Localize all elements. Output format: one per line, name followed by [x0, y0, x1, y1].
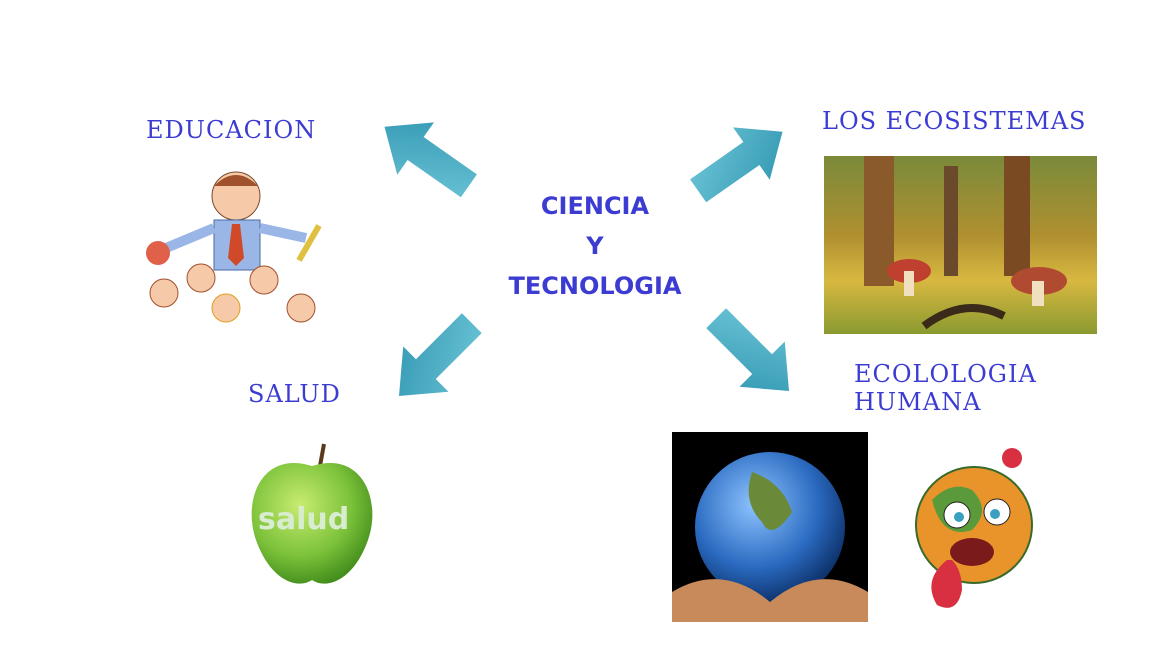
ecosystem-image — [824, 156, 1097, 334]
label-ecosistemas: LOS ECOSISTEMAS — [822, 107, 1087, 135]
center-title: CIENCIA Y TECNOLOGIA — [490, 186, 700, 306]
center-line-3: TECNOLOGIA — [508, 272, 682, 300]
earth-hands-image — [672, 432, 868, 622]
arrow-down-right-icon — [706, 308, 790, 392]
label-educacion: EDUCACION — [146, 116, 317, 144]
center-line-1: CIENCIA — [540, 192, 650, 220]
label-salud: SALUD — [248, 380, 341, 408]
center-line-2: Y — [586, 232, 604, 260]
label-ecologia-humana: ECOLOLOGIA HUMANA — [854, 360, 1037, 416]
apple-image: salud — [242, 440, 382, 590]
label-ecologia-line-1: ECOLOLOGIA — [854, 360, 1037, 388]
arrow-up-right-icon — [690, 127, 783, 203]
education-illustration — [136, 168, 341, 338]
arrow-up-left-icon — [384, 122, 477, 198]
sick-globe-image — [912, 440, 1037, 615]
label-ecologia-line-2: HUMANA — [854, 388, 982, 416]
apple-text: salud — [258, 502, 350, 537]
arrow-down-left-icon — [398, 313, 482, 397]
